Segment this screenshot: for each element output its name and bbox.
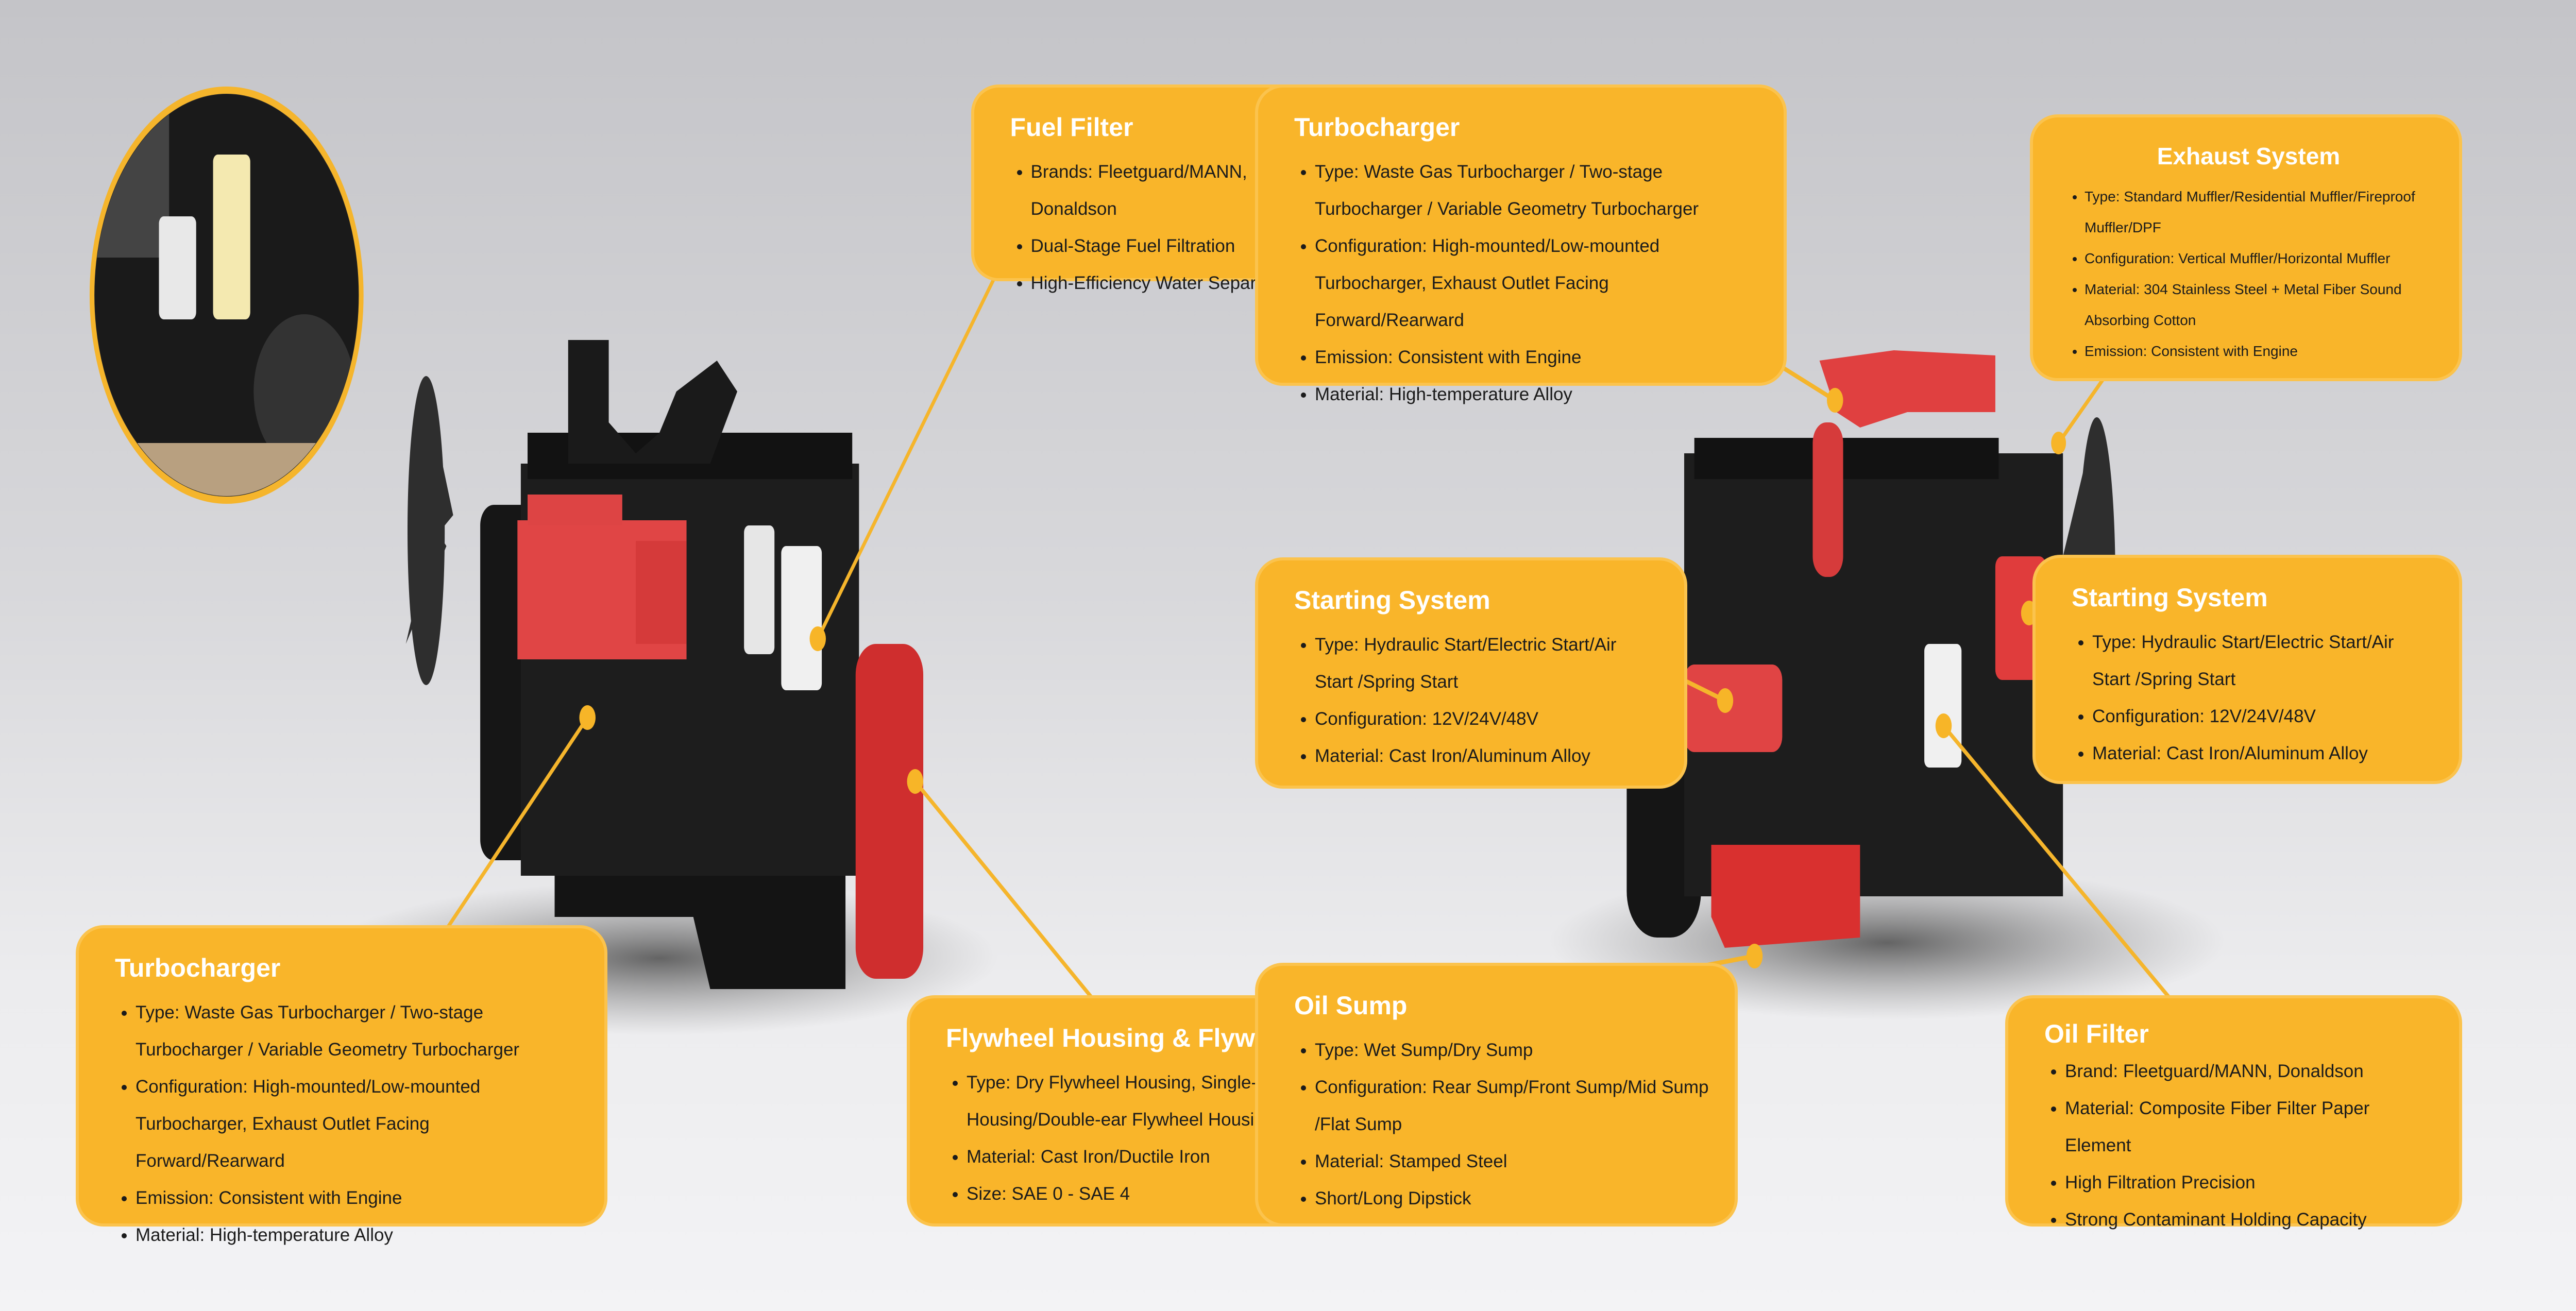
callout-item: Emission: Consistent with Engine: [1315, 339, 1758, 376]
oil-sump-part: [1711, 845, 1860, 948]
hotspot-starter-right: [2021, 601, 2038, 625]
callout-item: Type: Waste Gas Turbocharger / Two-stage…: [135, 994, 579, 1068]
callout-item: Type: Hydraulic Start/Electric Start/Air…: [1315, 626, 1658, 701]
callout-item: Brands: Fleetguard/MANN, Donaldson: [1031, 154, 1327, 228]
callout-item: Material: Cast Iron/Ductile Iron: [967, 1138, 1361, 1176]
callout-item: Material: High-temperature Alloy: [1315, 376, 1758, 413]
flywheel-housing-part: [855, 644, 924, 979]
callout-item: Configuration: Rear Sump/Front Sump/Mid …: [1315, 1069, 1709, 1143]
fan-left: [405, 376, 453, 685]
callout-turbocharger-right: Turbocharger Type: Waste Gas Turbocharge…: [1258, 88, 1784, 404]
inset-photo: [89, 87, 364, 504]
callout-title: Oil Filter: [2044, 1019, 2149, 1048]
callout-title: Fuel Filter: [1010, 113, 1133, 142]
callout-item: Type: Waste Gas Turbocharger / Two-stage…: [1315, 154, 1758, 228]
fuel-filter-canister: [744, 525, 775, 654]
callout-title: Starting System: [1294, 586, 1490, 615]
hotspot-turbocharger-right: [1827, 388, 1843, 413]
callout-item: Material: Stamped Steel: [1315, 1143, 1709, 1180]
callout-title: Flywheel Housing & Flywheel: [946, 1024, 1307, 1052]
hotspot-flywheel: [907, 769, 924, 794]
callout-starting-system-left: Starting System Type: Hydraulic Start/El…: [1258, 560, 1684, 786]
callout-item: Emission: Consistent with Engine: [135, 1180, 579, 1217]
callout-title: Exhaust System: [2157, 143, 2341, 169]
callout-item: Material: Cast Iron/Aluminum Alloy: [1315, 738, 1658, 775]
callout-turbocharger-left: Turbocharger Type: Waste Gas Turbocharge…: [79, 928, 604, 1245]
callout-item: Type: Hydraulic Start/Electric Start/Air…: [2092, 624, 2433, 698]
callout-item: Material: 304 Stainless Steel + Metal Fi…: [2084, 274, 2433, 336]
callout-item: High-Efficiency Water Separation: [1031, 265, 1327, 302]
callout-title: Starting System: [2072, 583, 2268, 612]
callout-item: Type: Standard Muffler/Residential Muffl…: [2084, 181, 2433, 243]
callout-item: Configuration: Vertical Muffler/Horizont…: [2084, 243, 2433, 274]
callout-title: Turbocharger: [115, 954, 281, 982]
callout-title: Oil Sump: [1294, 991, 1408, 1020]
hotspot-turbocharger-left: [579, 705, 596, 730]
callout-item: Configuration: 12V/24V/48V: [2092, 698, 2433, 735]
oil-filter-canister: [1924, 644, 1962, 768]
callout-item: Material: High-temperature Alloy: [135, 1217, 579, 1254]
callout-item: Brand: Fleetguard/MANN, Donaldson: [2065, 1053, 2433, 1090]
callout-item: Short/Long Dipstick: [1315, 1180, 1709, 1217]
callout-oil-sump: Oil Sump Type: Wet Sump/Dry SumpConfigur…: [1258, 966, 1735, 1223]
callout-item: Dual-Stage Fuel Filtration: [1031, 228, 1327, 265]
hotspot-oil-sump: [1746, 944, 1763, 968]
callout-exhaust-system: Exhaust System Type: Standard Muffler/Re…: [2033, 117, 2459, 378]
turbocharger-part: [1819, 350, 1995, 428]
hotspot-exhaust: [2051, 432, 2066, 454]
starter-motor-part: [1684, 665, 1783, 752]
callout-item: High Filtration Precision: [2065, 1164, 2433, 1201]
callout-item: Emission: Consistent with Engine: [2084, 336, 2433, 367]
hotspot-dots: [579, 388, 2066, 968]
callout-item: Material: Composite Fiber Filter Paper E…: [2065, 1090, 2433, 1164]
callout-item: Size: SAE 0 - SAE 4: [967, 1176, 1361, 1213]
callout-starting-system-right: Starting System Type: Hydraulic Start/El…: [2036, 558, 2459, 781]
callout-item: Configuration: High-mounted/Low-mounted …: [135, 1068, 579, 1180]
callout-title: Turbocharger: [1294, 113, 1460, 142]
hotspot-starter-left: [1717, 688, 1734, 713]
left-engine: [405, 340, 924, 989]
callout-item: Configuration: High-mounted/Low-mounted …: [1315, 228, 1758, 339]
callout-item: Type: Wet Sump/Dry Sump: [1315, 1032, 1709, 1069]
hotspot-oil-filter: [1935, 713, 1952, 738]
callout-item: Material: Cast Iron/Aluminum Alloy: [2092, 735, 2433, 772]
callout-oil-filter: Oil Filter Brand: Fleetguard/MANN, Donal…: [2008, 998, 2459, 1230]
callout-item: Configuration: 12V/24V/48V: [1315, 701, 1658, 738]
callout-item: Strong Contaminant Holding Capacity: [2065, 1201, 2433, 1238]
hotspot-fuel-filter: [809, 626, 826, 651]
